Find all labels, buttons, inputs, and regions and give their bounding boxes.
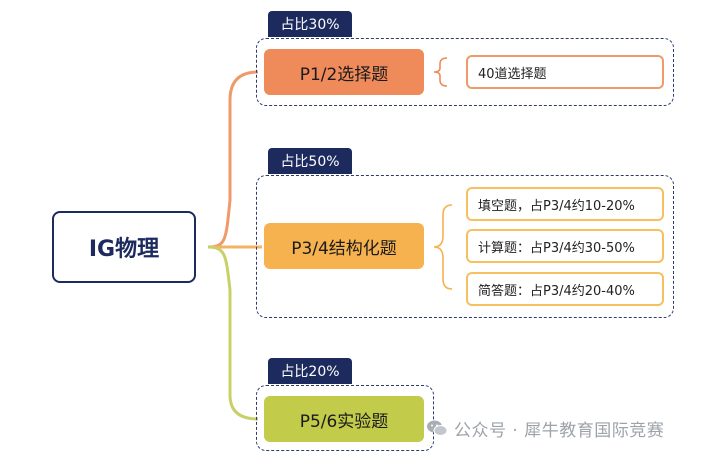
watermark-text: 公众号 · 犀牛教育国际竞赛 [454, 420, 665, 441]
branch-2-share-label: 占比50% [280, 154, 340, 170]
branch-1-detail-1: 40道选择题 [466, 55, 664, 89]
connector-branch-1 [207, 70, 259, 249]
branch-3-title-box: P5/6实验题 [264, 396, 424, 442]
branch-2-detail-1-text: 填空题，占P3/4约10-20% [478, 198, 635, 214]
watermark: 公众号 · 犀牛教育国际竞赛 [426, 416, 716, 441]
branch-2-detail-1: 填空题，占P3/4约10-20% [466, 187, 664, 221]
branch-2-detail-3: 简答题：占P3/4约20-40% [466, 272, 664, 306]
branch-3-share-label: 占比20% [280, 364, 340, 380]
wechat-icon [426, 419, 448, 437]
branch-2-title-box: P3/4结构化题 [264, 223, 424, 269]
branch-2-share-tag: 占比50% [268, 148, 352, 174]
root-node: IG物理 [52, 211, 196, 283]
branch-2-title: P3/4结构化题 [291, 238, 397, 259]
branch-2-detail-3-text: 简答题：占P3/4约20-40% [478, 283, 635, 299]
branch-3-title: P5/6实验题 [299, 411, 389, 432]
branch-2-detail-2: 计算题：占P3/4约30-50% [466, 229, 664, 263]
branch-1-share-tag: 占比30% [268, 11, 352, 37]
brace-branch-2 [433, 204, 453, 290]
branch-2-detail-2-text: 计算题：占P3/4约30-50% [478, 240, 635, 256]
branch-2-group [256, 175, 674, 318]
branch-3-group [256, 385, 434, 451]
branch-1-detail-1-text: 40道选择题 [478, 66, 547, 82]
connector-branch-3 [207, 245, 259, 421]
branch-1-title: P1/2选择题 [299, 64, 389, 85]
branch-1-share-label: 占比30% [280, 17, 340, 33]
branch-1-title-box: P1/2选择题 [264, 49, 424, 95]
brace-branch-1 [433, 57, 448, 87]
branch-3-share-tag: 占比20% [268, 358, 352, 384]
branch-1-group [256, 38, 674, 106]
root-label: IG物理 [88, 237, 160, 262]
